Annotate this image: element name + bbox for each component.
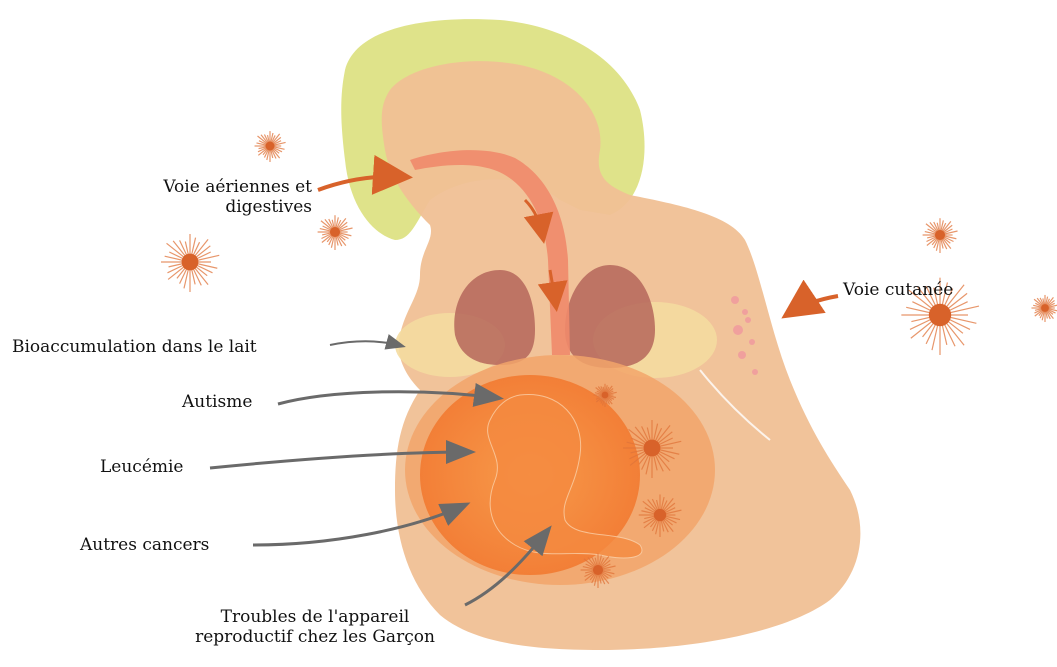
label-voie-cutanee: Voie cutanée bbox=[843, 280, 953, 300]
label-voie-aeriennes: Voie aériennes et digestives bbox=[100, 177, 312, 217]
particle bbox=[318, 215, 353, 250]
arrow-voie-cutanee bbox=[788, 296, 838, 314]
label-troubles: Troubles de l'appareil reproductif chez … bbox=[170, 607, 460, 647]
arrow-bioaccumulation bbox=[330, 341, 402, 346]
label-leucemie: Leucémie bbox=[100, 457, 184, 477]
particle bbox=[923, 218, 958, 253]
label-autisme: Autisme bbox=[182, 392, 252, 412]
label-autres-cancers: Autres cancers bbox=[80, 535, 209, 555]
particle bbox=[255, 131, 286, 162]
particle bbox=[161, 234, 219, 292]
particle bbox=[1031, 295, 1057, 322]
label-bioaccumulation: Bioaccumulation dans le lait bbox=[12, 337, 257, 357]
